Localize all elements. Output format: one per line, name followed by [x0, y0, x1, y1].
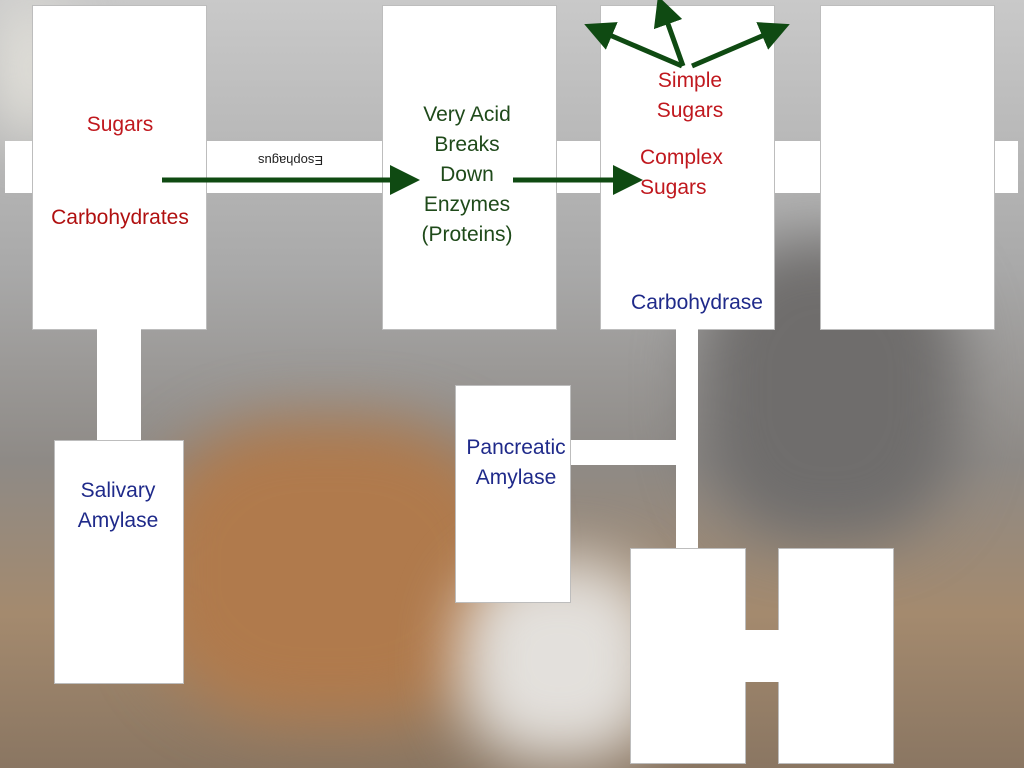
arrow-simple-sugars-up	[653, 0, 686, 67]
complex-sugars-label: Complex Sugars	[640, 146, 723, 199]
large-intestine-box	[820, 5, 995, 330]
salivary-amylase-label: Salivary Amylase	[77, 479, 159, 532]
background-blob	[150, 420, 510, 720]
stomach-label: Very Acid Breaks Down Enzymes (Proteins)	[421, 103, 513, 246]
mouth-box	[32, 5, 207, 330]
pancreatic-duct	[568, 440, 678, 465]
salivary-gland-box	[54, 440, 184, 684]
bottom-right-box	[778, 548, 894, 764]
arrow-simple-sugars-left	[584, 22, 683, 69]
intestine-duct	[676, 328, 698, 550]
mouth-label-sugars: Sugars	[86, 113, 154, 136]
bottom-left-box	[630, 548, 746, 764]
esophagus-label: Esophagus	[258, 153, 324, 168]
salivary-duct	[97, 328, 141, 443]
carbohydrase-label: Carbohydrase	[631, 291, 763, 314]
simple-sugars-label: Simple Sugars	[656, 69, 724, 122]
bottom-connector	[744, 630, 780, 682]
pancreas-box	[455, 385, 571, 603]
mouth-label-carbohydrates: Carbohydrates	[51, 206, 189, 229]
arrow-simple-sugars-right	[691, 22, 790, 69]
pancreatic-amylase-label: Pancreatic Amylase	[466, 436, 566, 489]
